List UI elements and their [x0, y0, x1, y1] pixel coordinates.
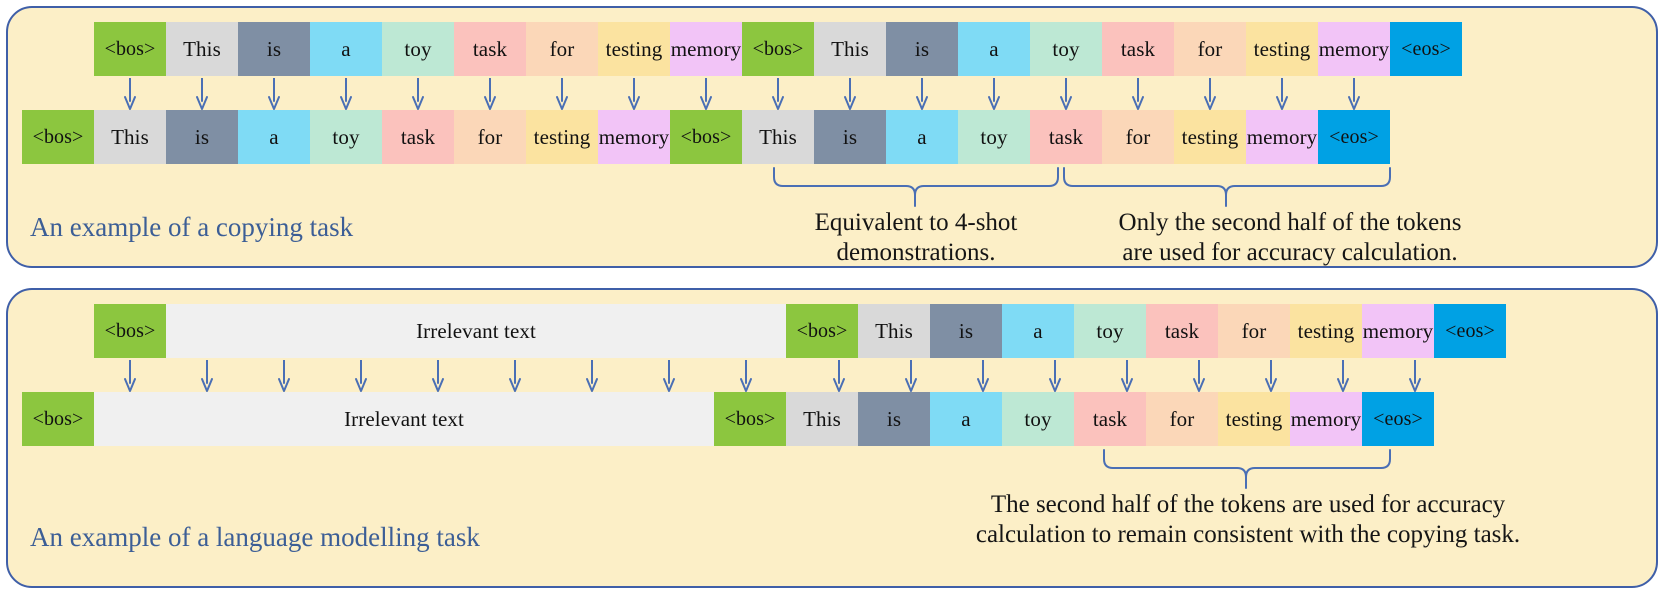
token-cell: a: [1002, 304, 1074, 358]
token-cell: for: [454, 110, 526, 164]
token-cell: This: [166, 22, 238, 76]
token-cell: This: [742, 110, 814, 164]
token-cell: task: [454, 22, 526, 76]
brace-accuracy-span: [1102, 448, 1394, 492]
token-cell: toy: [1030, 22, 1102, 76]
token-cell: <bos>: [22, 392, 94, 446]
token-cell: This: [814, 22, 886, 76]
token-cell: a: [310, 22, 382, 76]
token-cell: is: [238, 22, 310, 76]
annotation-accuracy: The second half of the tokens are used f…: [868, 490, 1628, 549]
caption-copying-task: An example of a copying task: [30, 212, 354, 242]
token-cell: <eos>: [1318, 110, 1390, 164]
token-cell: task: [1146, 304, 1218, 358]
token-cell: a: [958, 22, 1030, 76]
token-cell: task: [382, 110, 454, 164]
token-cell: toy: [1002, 392, 1074, 446]
annotation-line: The second half of the tokens are used f…: [990, 491, 1506, 518]
token-cell: testing: [598, 22, 670, 76]
token-cell: testing: [1174, 110, 1246, 164]
token-cell: memory: [1318, 22, 1390, 76]
copying-arrow-group: [94, 78, 1366, 120]
token-cell: is: [814, 110, 886, 164]
token-cell: <bos>: [786, 304, 858, 358]
token-cell: memory: [670, 22, 742, 76]
token-cell: <bos>: [94, 22, 166, 76]
token-cell: testing: [526, 110, 598, 164]
token-cell: is: [886, 22, 958, 76]
token-cell: memory: [1290, 392, 1362, 446]
token-cell: task: [1030, 110, 1102, 164]
token-cell: <eos>: [1362, 392, 1434, 446]
token-cell: <bos>: [94, 304, 166, 358]
token-cell: memory: [598, 110, 670, 164]
token-cell: is: [166, 110, 238, 164]
token-cell: is: [858, 392, 930, 446]
annotation-line: Equivalent to 4-shot: [814, 209, 1018, 236]
token-cell: memory: [1362, 304, 1434, 358]
token-cell: testing: [1218, 392, 1290, 446]
token-cell: toy: [310, 110, 382, 164]
token-cell: testing: [1246, 22, 1318, 76]
token-cell: toy: [382, 22, 454, 76]
token-cell: a: [238, 110, 310, 164]
token-cell: for: [1174, 22, 1246, 76]
token-cell: <eos>: [1434, 304, 1506, 358]
token-cell: for: [1218, 304, 1290, 358]
annotation-line: demonstrations.: [836, 238, 996, 266]
token-cell: <bos>: [714, 392, 786, 446]
token-cell: for: [1102, 110, 1174, 164]
token-cell: a: [930, 392, 1002, 446]
token-cell: Irrelevant text: [166, 304, 786, 358]
token-cell: This: [786, 392, 858, 446]
token-cell: This: [858, 304, 930, 358]
token-cell: for: [1146, 392, 1218, 446]
token-cell: toy: [1074, 304, 1146, 358]
token-cell: a: [886, 110, 958, 164]
token-cell: testing: [1290, 304, 1362, 358]
token-cell: <bos>: [742, 22, 814, 76]
annotation-accuracy: Only the second half of the tokens are u…: [1070, 208, 1510, 267]
token-cell: <bos>: [22, 110, 94, 164]
annotation-line: Only the second half of the tokens: [1118, 209, 1462, 236]
annotation-line: calculation to remain consistent with th…: [975, 520, 1521, 548]
brace-4shot-demonstrations: [772, 166, 1062, 210]
token-cell: <eos>: [1390, 22, 1462, 76]
token-cell: memory: [1246, 110, 1318, 164]
token-cell: Irrelevant text: [94, 392, 714, 446]
token-cell: task: [1074, 392, 1146, 446]
lm-arrow-group: [94, 360, 1427, 402]
caption-language-modelling-task: An example of a language modelling task: [30, 522, 480, 552]
token-cell: task: [1102, 22, 1174, 76]
annotation-demonstrations: Equivalent to 4-shot demonstrations.: [756, 208, 1076, 267]
token-cell: This: [94, 110, 166, 164]
annotation-line: are used for accuracy calculation.: [1122, 238, 1458, 266]
brace-accuracy-span: [1062, 166, 1394, 210]
token-cell: is: [930, 304, 1002, 358]
token-cell: <bos>: [670, 110, 742, 164]
token-cell: toy: [958, 110, 1030, 164]
token-cell: for: [526, 22, 598, 76]
